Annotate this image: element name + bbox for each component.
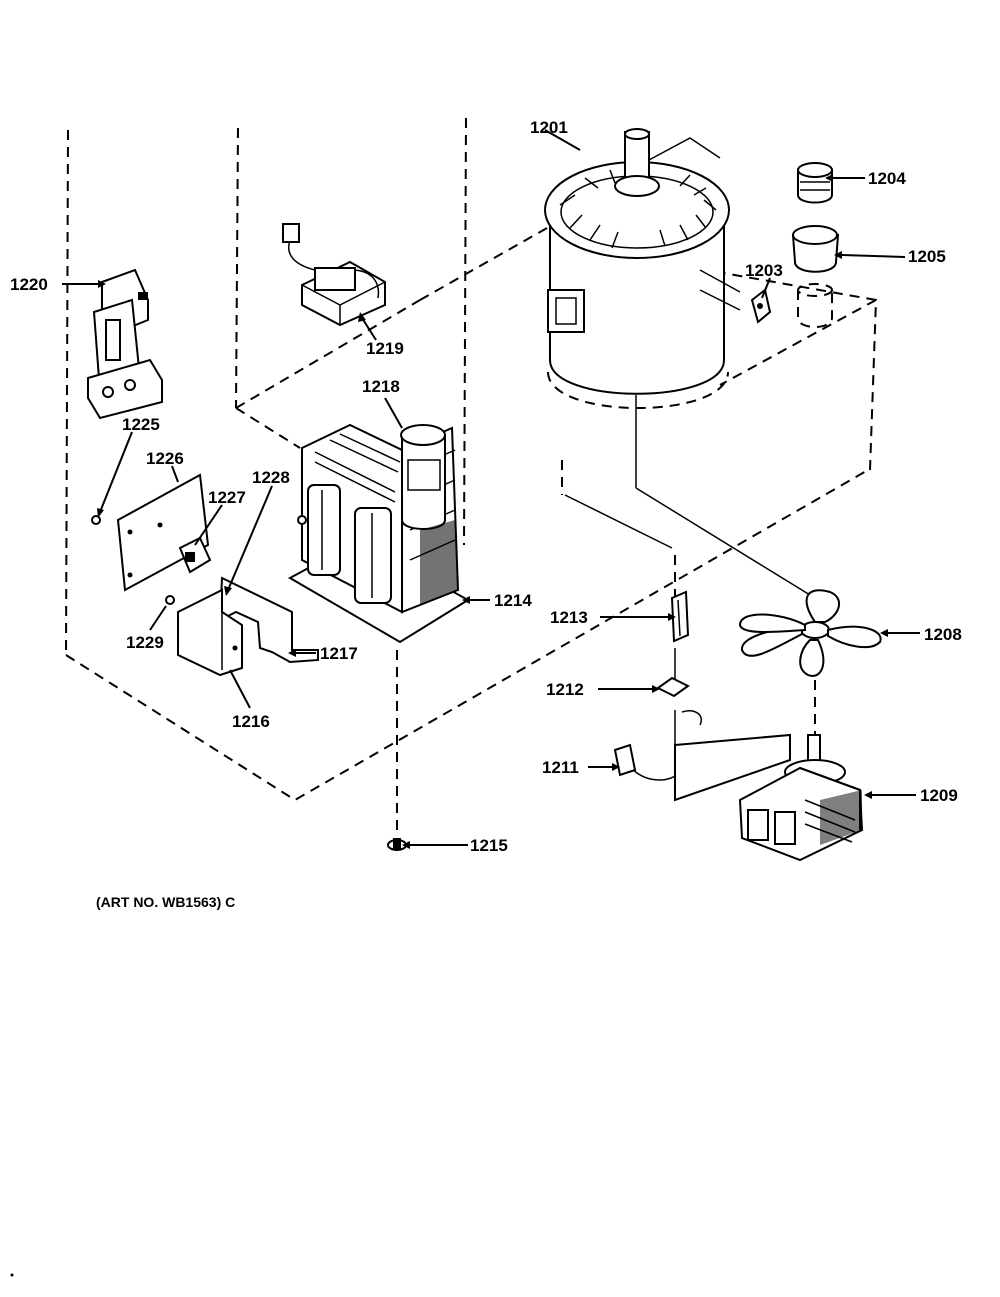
brackets-1216-1217 <box>177 576 319 677</box>
label-1205: 1205 <box>908 247 946 266</box>
fan-motor-1209 <box>738 734 864 862</box>
label-1219: 1219 <box>366 339 404 358</box>
dashed-outlines <box>65 117 878 830</box>
switch-1220 <box>87 268 163 420</box>
label-1225: 1225 <box>122 415 160 434</box>
motor-1201 <box>544 128 741 395</box>
screw-1215 <box>387 838 407 851</box>
label-1212: 1212 <box>546 680 584 699</box>
label-1203: 1203 <box>745 261 783 280</box>
board-1226 <box>91 473 210 592</box>
label-1209: 1209 <box>920 786 958 805</box>
label-1217: 1217 <box>320 644 358 663</box>
part-labels: 1201 1204 1205 1203 1220 1219 1218 1225 … <box>10 118 962 855</box>
label-1228: 1228 <box>252 468 290 487</box>
small-parts <box>165 536 212 605</box>
label-1220: 1220 <box>10 275 48 294</box>
parts-1211-1213 <box>613 590 791 802</box>
leader-lines <box>62 129 920 849</box>
label-1211: 1211 <box>542 758 579 777</box>
label-1215: 1215 <box>470 836 508 855</box>
label-1216: 1216 <box>232 712 270 731</box>
label-1226: 1226 <box>146 449 184 468</box>
label-1227: 1227 <box>208 488 246 507</box>
stray-dot <box>10 1273 14 1277</box>
transformer-assembly-1218 <box>287 423 470 644</box>
clip-1203 <box>750 288 772 324</box>
label-1204: 1204 <box>868 169 906 188</box>
label-1229: 1229 <box>126 633 164 652</box>
transformer-1219 <box>282 223 386 327</box>
label-1201: 1201 <box>530 118 568 137</box>
cup-1205 <box>791 225 840 328</box>
art-number-caption: (ART NO. WB1563) C <box>96 894 235 910</box>
label-1208: 1208 <box>924 625 962 644</box>
label-1214: 1214 <box>494 591 532 610</box>
label-1218: 1218 <box>362 377 400 396</box>
label-1213: 1213 <box>550 608 588 627</box>
fan-blade-1208 <box>738 589 882 677</box>
cap-1204 <box>797 162 833 204</box>
